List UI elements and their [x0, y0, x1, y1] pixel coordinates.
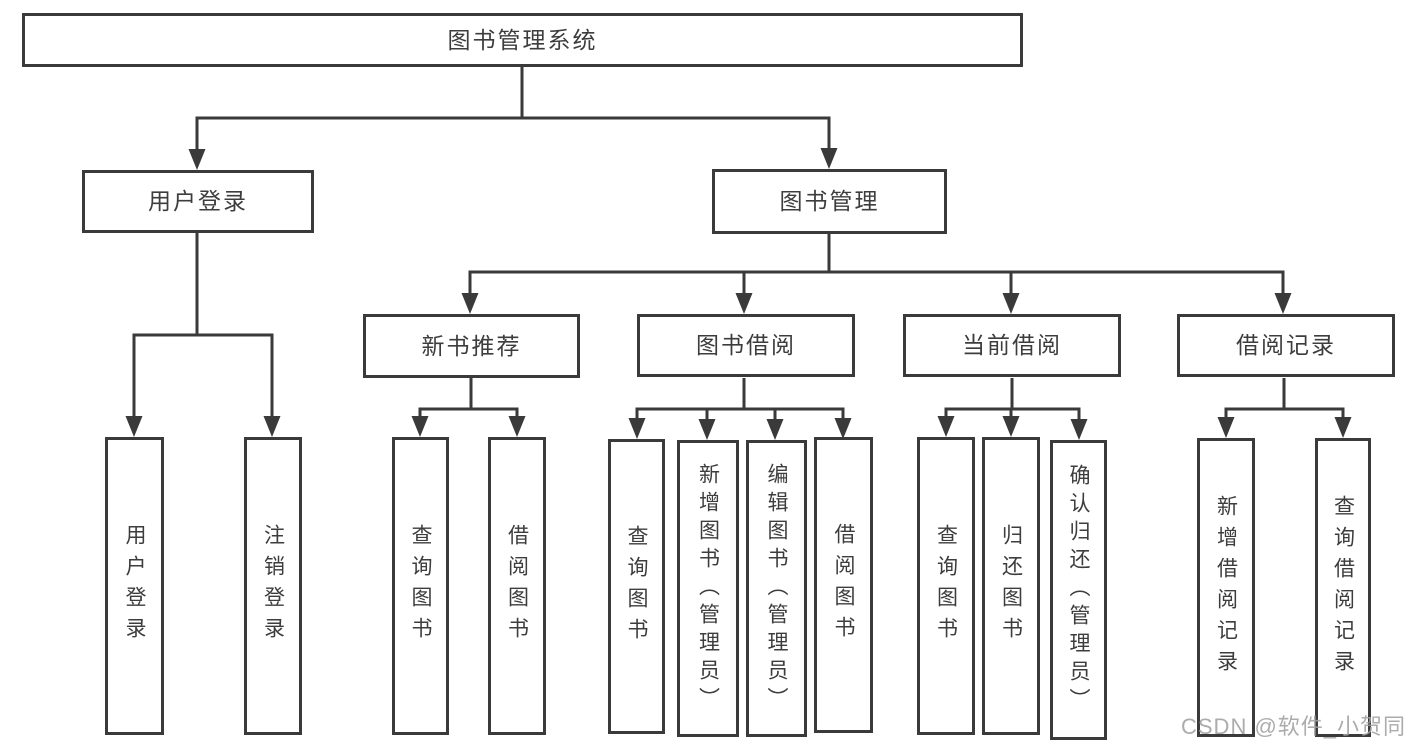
leaf-add-borrowing-record: 新增借阅记录	[1197, 438, 1255, 737]
leaf-edit-book-admin: 编辑图书（管理员）	[746, 440, 807, 737]
leaf-query-book-recommend: 查询图书	[392, 437, 449, 735]
leaf-borrow-book-borrowing: 借阅图书	[814, 437, 873, 733]
leaf-user-login: 用户登录	[105, 437, 164, 735]
leaf-return-book: 归还图书	[982, 437, 1040, 735]
node-borrowing-records: 借阅记录	[1177, 314, 1395, 377]
node-user-login: 用户登录	[82, 170, 314, 233]
leaf-confirm-return-admin: 确认归还（管理员）	[1050, 440, 1107, 740]
leaf-query-book-borrowing: 查询图书	[608, 439, 665, 734]
node-book-management: 图书管理	[712, 169, 947, 234]
leaf-add-book-admin: 新增图书（管理员）	[677, 440, 739, 737]
node-new-book-recommend: 新书推荐	[363, 314, 580, 378]
leaf-query-borrowing-record: 查询借阅记录	[1315, 438, 1371, 737]
leaf-borrow-book-recommend: 借阅图书	[488, 437, 546, 735]
node-root: 图书管理系统	[22, 13, 1023, 67]
node-book-borrowing: 图书借阅	[637, 314, 855, 377]
node-current-borrowing: 当前借阅	[903, 314, 1121, 377]
leaf-logout: 注销登录	[244, 437, 302, 735]
csdn-watermark: CSDN @软件_小贺同学	[1181, 714, 1405, 739]
leaf-query-book-current: 查询图书	[917, 437, 975, 735]
